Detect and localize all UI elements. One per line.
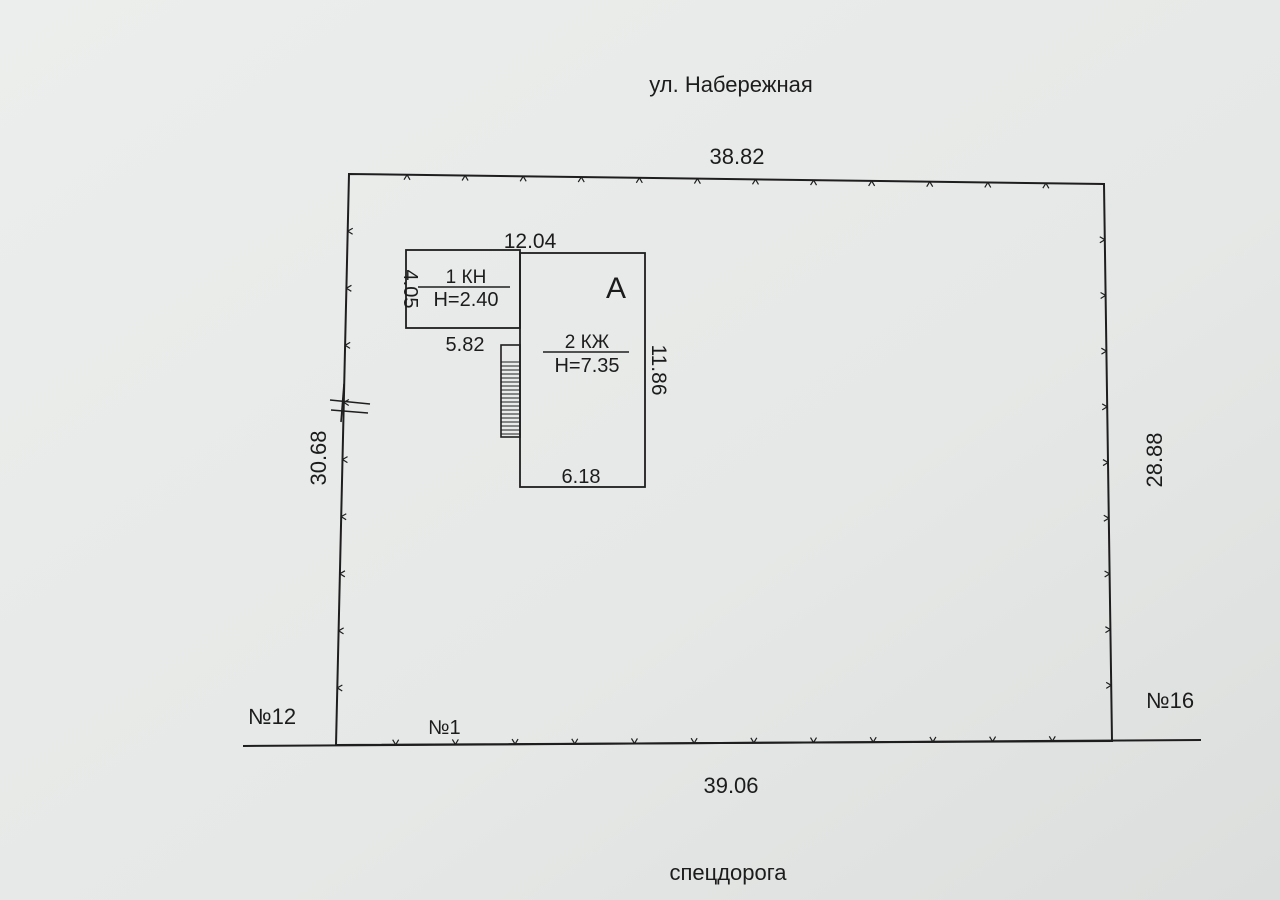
dim-right: 28.88: [1142, 432, 1167, 487]
annex-height-value: Н=2.40: [433, 289, 498, 311]
road-line: [242, 739, 1202, 747]
porch-stairs: [500, 344, 521, 438]
gate-mark: [329, 383, 371, 423]
dim-left: 30.68: [306, 430, 331, 485]
main-height-value: Н=7.35: [554, 355, 619, 377]
street-bottom-label: спецдорога: [669, 860, 787, 885]
dim-main-bottom: 6.18: [562, 466, 601, 488]
neighbor-left-label: №12: [248, 704, 296, 729]
street-top-label: ул. Набережная: [649, 72, 813, 97]
dim-building-top: 12.04: [504, 230, 557, 253]
dim-annex-inner: 5.82: [446, 334, 485, 356]
plot-number-label: №1: [428, 717, 461, 739]
dim-bottom: 39.06: [703, 773, 758, 798]
main-name: 2 КЖ: [565, 332, 610, 353]
dim-annex-height: 4.05: [399, 270, 421, 309]
stair-steps: [501, 361, 520, 435]
annex-name: 1 КН: [446, 267, 487, 288]
neighbor-right-label: №16: [1146, 688, 1194, 713]
dim-top: 38.82: [709, 144, 764, 169]
main-letter: А: [606, 272, 626, 305]
fence-marks: [336, 174, 1112, 746]
dim-main-height: 11.86: [647, 345, 670, 396]
